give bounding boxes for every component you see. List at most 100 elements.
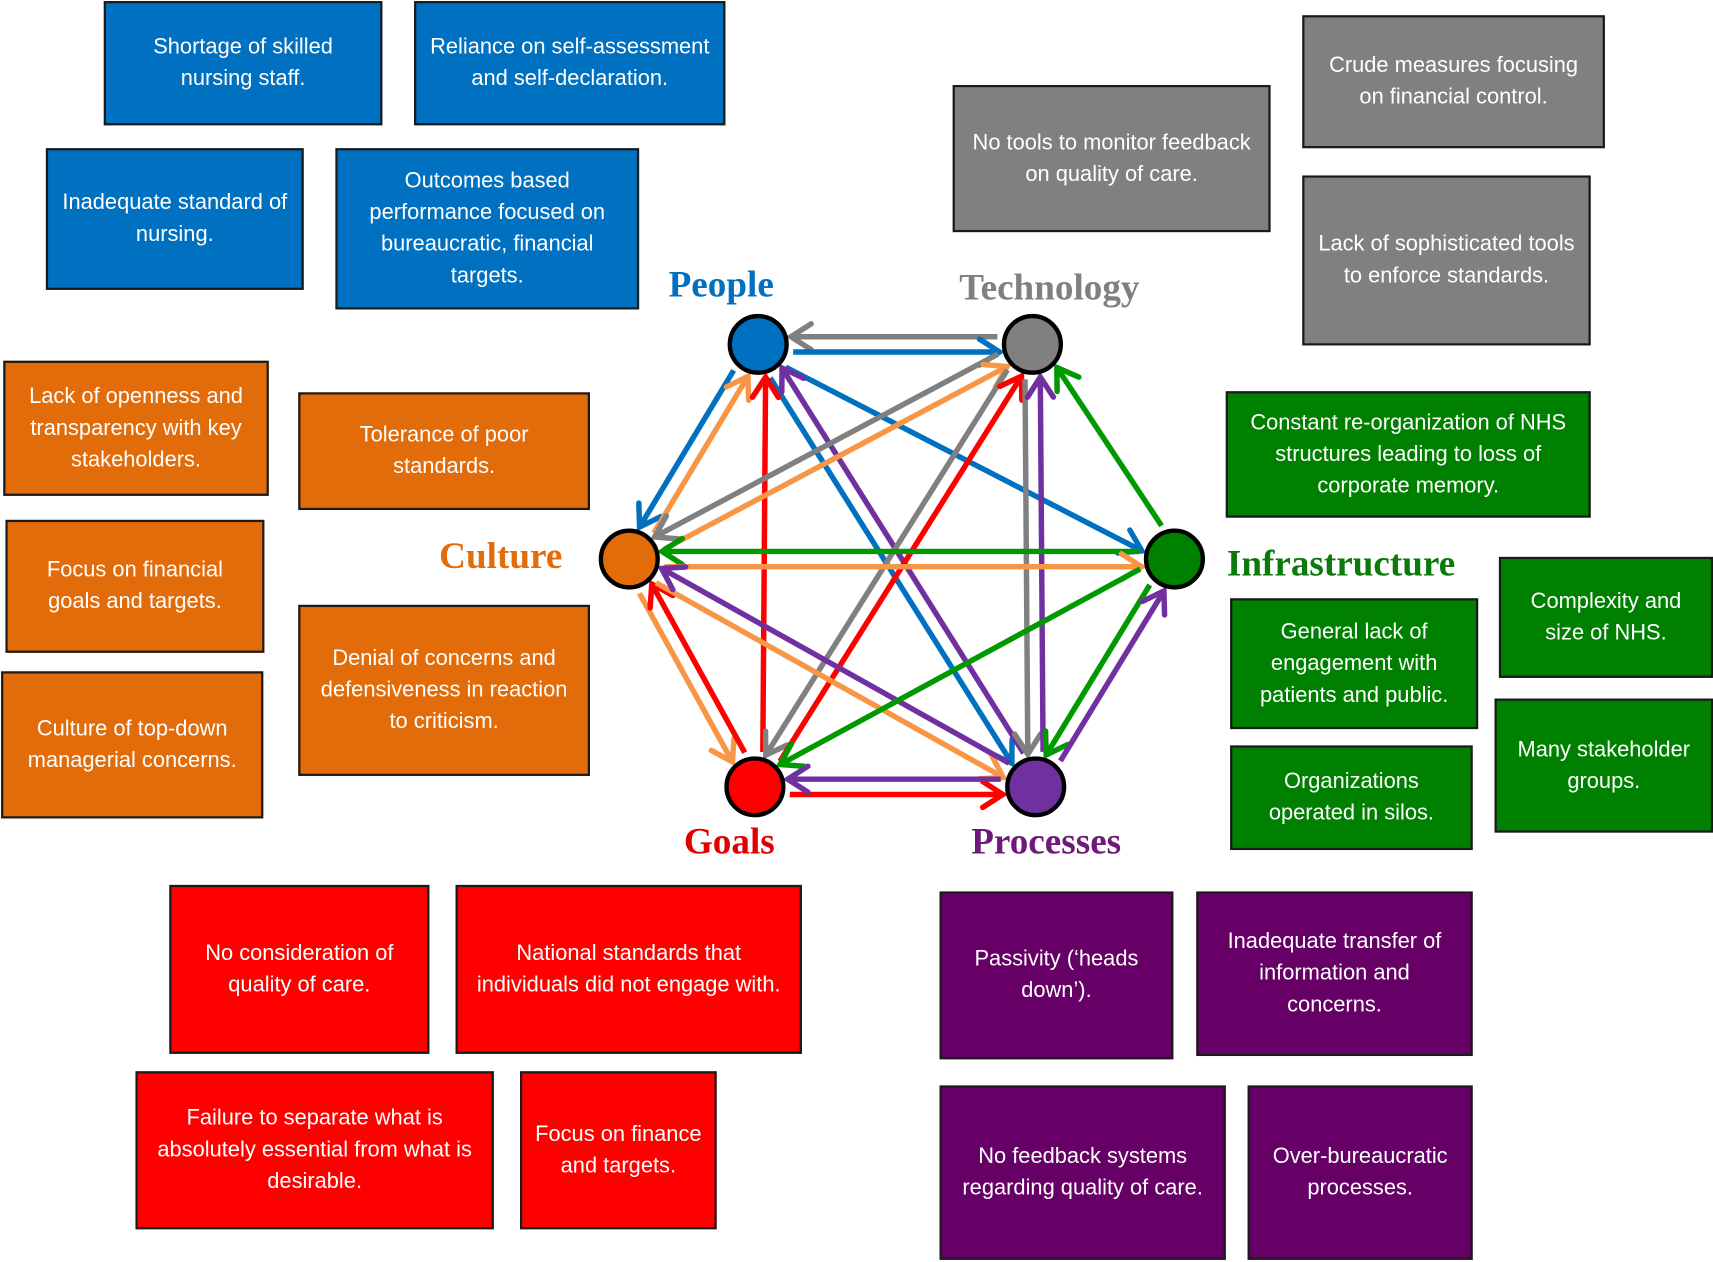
processes-factor-box: Over-bureaucratic processes. — [1247, 1085, 1473, 1260]
arrowhead-icon — [997, 371, 1025, 403]
edge-processes-to-goals — [782, 763, 1001, 795]
factor-text: Complexity and size of NHS. — [1530, 589, 1682, 645]
factor-text: Failure to separate what is absolutely e… — [157, 1106, 472, 1194]
arrowhead-icon — [979, 778, 1008, 811]
factor-text: Tolerance of poor standards. — [359, 422, 529, 479]
technology-factor-box: No tools to monitor feedback on quality … — [952, 85, 1271, 233]
factor-text: Passivity (‘heads down’). — [974, 947, 1139, 1003]
factor-text: Denial of concerns and defensiveness in … — [320, 646, 568, 734]
edge-processes-to-culture — [657, 564, 1011, 766]
infrastructure-factor-box: Organizations operated in silos. — [1230, 745, 1473, 851]
factor-text: Inadequate transfer of information and c… — [1227, 929, 1442, 1017]
arrowhead-icon — [1054, 363, 1082, 395]
edge-line — [637, 591, 735, 764]
goals-factor-box: Failure to separate what is absolutely e… — [135, 1071, 494, 1230]
edge-line — [649, 582, 748, 754]
arrowhead-icon — [1042, 728, 1071, 760]
node-people — [727, 313, 789, 375]
node-technology — [1001, 313, 1064, 375]
factor-text: Constant re-organization of NHS structur… — [1250, 410, 1567, 498]
factor-text: No tools to monitor feedback on quality … — [972, 130, 1251, 186]
arrowhead-icon — [762, 728, 791, 760]
arrowhead-icon — [647, 579, 676, 611]
edge-line — [767, 376, 1015, 765]
edge-infrastructure-to-processes — [1042, 583, 1153, 760]
edge-line — [653, 351, 1000, 540]
edge-line — [763, 368, 1010, 757]
factor-text: Focus on financial goals and targets. — [46, 557, 223, 614]
edge-infrastructure-to-technology — [1054, 363, 1164, 528]
arrowhead-icon — [782, 763, 811, 795]
factor-text: Focus on finance and targets. — [535, 1121, 702, 1178]
edge-line — [784, 364, 1144, 554]
factor-text: General lack of engagement with patients… — [1260, 619, 1449, 707]
edge-infrastructure-to-goals — [775, 566, 1142, 769]
node-label-processes: Processes — [971, 821, 1122, 863]
technology-factor-box: Lack of sophisticated tools to enforce s… — [1302, 175, 1591, 346]
goals-factor-box: No consideration of quality of care. — [169, 884, 430, 1054]
factor-text: Shortage of skilled nursing staff. — [153, 34, 333, 91]
edge-line — [1058, 589, 1167, 763]
edge-goals-to-culture — [647, 579, 748, 754]
arrowhead-icon — [657, 564, 689, 593]
edge-line — [660, 566, 1011, 766]
node-goals — [724, 756, 786, 818]
processes-factor-box: No feedback systems regarding quality of… — [939, 1085, 1226, 1260]
edge-line — [778, 566, 1142, 767]
arrowhead-icon — [1024, 371, 1057, 401]
factor-text: National standards that individuals did … — [476, 941, 781, 997]
arrowhead-icon — [775, 740, 807, 769]
factor-text: Lack of openness and transparency with k… — [29, 384, 243, 472]
edge-people-to-technology — [793, 336, 1005, 368]
processes-factor-box: Inadequate transfer of information and c… — [1196, 891, 1473, 1057]
arrowhead-icon — [785, 321, 814, 353]
people-factor-box: Inadequate standard of nursing. — [45, 148, 304, 290]
arrowhead-icon — [650, 513, 682, 542]
infrastructure-factor-box: General lack of engagement with patients… — [1230, 598, 1479, 730]
edge-people-to-culture — [636, 368, 737, 532]
factor-text: Outcomes based performance focused on bu… — [369, 168, 606, 288]
factor-text: No consideration of quality of care. — [205, 941, 394, 997]
factor-text: Crude measures focusing on financial con… — [1329, 53, 1579, 109]
edge-infrastructure-to-culture — [657, 535, 1140, 568]
infrastructure-factor-box: Many stakeholder groups. — [1494, 698, 1713, 833]
arrowhead-icon — [779, 363, 807, 395]
factor-text: Culture of top-down managerial concerns. — [27, 716, 237, 773]
factor-text: No feedback systems regarding quality of… — [962, 1144, 1203, 1200]
goals-factor-box: Focus on finance and targets. — [520, 1071, 717, 1230]
edge-line — [637, 368, 737, 529]
node-label-infrastructure: Infrastructure — [1226, 543, 1456, 585]
edge-goals-to-processes — [789, 778, 1008, 811]
technology-factor-box: Crude measures focusing on financial con… — [1302, 15, 1605, 149]
arrowhead-icon — [723, 372, 752, 404]
arrowhead-icon — [1139, 586, 1168, 618]
edge-line — [662, 364, 1009, 552]
edge-processes-to-infrastructure — [1058, 586, 1168, 763]
edge-culture-to-people — [651, 372, 752, 535]
people-factor-box: Outcomes based performance focused on bu… — [335, 148, 640, 310]
node-label-technology: Technology — [959, 268, 1140, 309]
factor-text: Lack of sophisticated tools to enforce s… — [1318, 232, 1575, 288]
node-culture — [598, 528, 660, 590]
goals-factor-box: National standards that individuals did … — [455, 884, 802, 1054]
edge-technology-to-goals — [762, 368, 1010, 760]
edge-line — [651, 374, 751, 535]
factor-text: Many stakeholder groups. — [1517, 737, 1691, 793]
people-factor-box: Reliance on self-assessment and self-dec… — [414, 1, 726, 126]
edge-line — [1054, 365, 1164, 528]
edge-technology-to-culture — [650, 351, 1000, 542]
culture-factor-box: Tolerance of poor standards. — [298, 392, 590, 511]
node-processes — [1005, 756, 1067, 818]
arrowhead-icon — [749, 372, 782, 401]
factor-text: Reliance on self-assessment and self-dec… — [430, 34, 710, 91]
edge-line — [654, 580, 1005, 780]
factor-text: Inadequate standard of nursing. — [62, 190, 288, 247]
infrastructure-factor-box: Complexity and size of NHS. — [1498, 556, 1713, 678]
culture-factor-box: Denial of concerns and defensiveness in … — [298, 604, 590, 776]
culture-factor-box: Culture of top-down managerial concerns. — [1, 671, 264, 819]
arrowhead-icon — [1011, 731, 1044, 760]
processes-factor-box: Passivity (‘heads down’). — [939, 891, 1174, 1060]
edge-line — [1043, 583, 1153, 757]
